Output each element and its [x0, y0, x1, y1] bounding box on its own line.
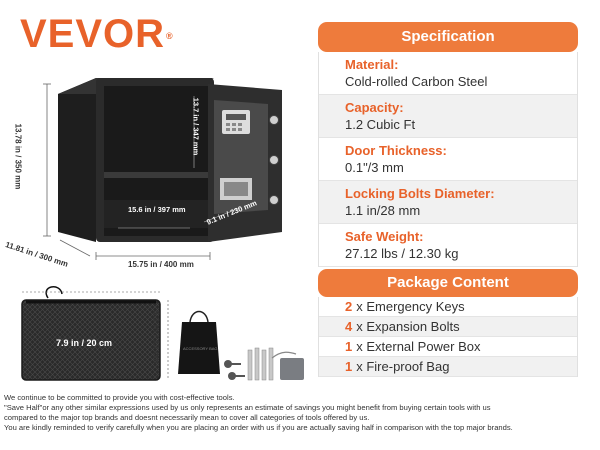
bag-image	[21, 286, 304, 381]
disclaimer-line: "Save Half"or any other similar expressi…	[4, 403, 491, 412]
registered-mark: ®	[166, 31, 174, 41]
spec-value: 1.2 Cubic Ft	[345, 117, 416, 132]
disclaimer-line: compared to the major top brands and doe…	[4, 413, 370, 422]
package-item-text: x External Power Box	[356, 339, 481, 354]
disclaimer-line: You are kindly reminded to verify carefu…	[4, 423, 513, 432]
spec-label: Locking Bolts Diameter:	[345, 186, 495, 201]
spec-label: Capacity:	[345, 100, 404, 115]
bag-height-label: 5.1 in / 13 cm	[151, 310, 162, 364]
spec-label: Door Thickness:	[345, 143, 447, 158]
spec-value: 27.12 lbs / 12.30 kg	[345, 246, 459, 261]
spec-row-bolt-diameter: Locking Bolts Diameter: 1.1 in/28 mm	[319, 181, 577, 224]
spec-label: Safe Weight:	[345, 229, 424, 244]
spec-label: Material:	[345, 57, 399, 72]
spec-row-weight: Safe Weight: 27.12 lbs / 12.30 kg	[319, 224, 577, 267]
safe-image	[43, 78, 282, 260]
package-item-qty: 1	[345, 359, 353, 374]
package-item-text: x Fire-proof Bag	[356, 359, 450, 374]
spec-row-material: Material: Cold-rolled Carbon Steel	[319, 52, 577, 95]
brand-name: VEVOR	[20, 12, 166, 56]
spec-row-door-thickness: Door Thickness: 0.1"/3 mm	[319, 138, 577, 181]
outer-height-label: 13.78 in / 350 mm	[13, 123, 23, 190]
package-content-title: Package Content	[318, 269, 578, 297]
specification-rows: Material: Cold-rolled Carbon Steel Capac…	[318, 52, 578, 267]
package-item-text: x Emergency Keys	[356, 299, 465, 314]
package-item-qty: 4	[345, 319, 353, 334]
package-item-qty: 2	[345, 299, 353, 314]
inner-height-label: 13.7 in / 347 mm	[191, 97, 201, 156]
inner-width-label: 15.6 in / 397 mm	[128, 205, 186, 214]
fireproof-bag-illustration: 7.9 in / 20 cm 5.1 in / 13 cm ACCESSORY …	[0, 282, 310, 388]
package-item-qty: 1	[345, 339, 353, 354]
bag-width-label: 7.9 in / 20 cm	[56, 338, 113, 348]
brand-logo: VEVOR®	[20, 14, 174, 54]
spec-value: 1.1 in/28 mm	[345, 203, 421, 218]
disclaimer: We continue to be committed to provide y…	[4, 393, 596, 433]
outer-width-label: 15.75 in / 400 mm	[128, 260, 194, 269]
specification-panel: Specification Material: Cold-rolled Carb…	[318, 22, 578, 377]
safe-illustration: 13.78 in / 350 mm 11.81 in / 300 mm 15.7…	[0, 60, 310, 280]
spec-value: Cold-rolled Carbon Steel	[345, 74, 488, 89]
spec-row-capacity: Capacity: 1.2 Cubic Ft	[319, 95, 577, 138]
specification-title: Specification	[318, 22, 578, 52]
package-item-text: x Expansion Bolts	[356, 319, 460, 334]
spec-value: 0.1"/3 mm	[345, 160, 404, 175]
disclaimer-line: We continue to be committed to provide y…	[4, 393, 235, 402]
accessory-bag-label: ACCESSORY BAG	[183, 346, 218, 351]
